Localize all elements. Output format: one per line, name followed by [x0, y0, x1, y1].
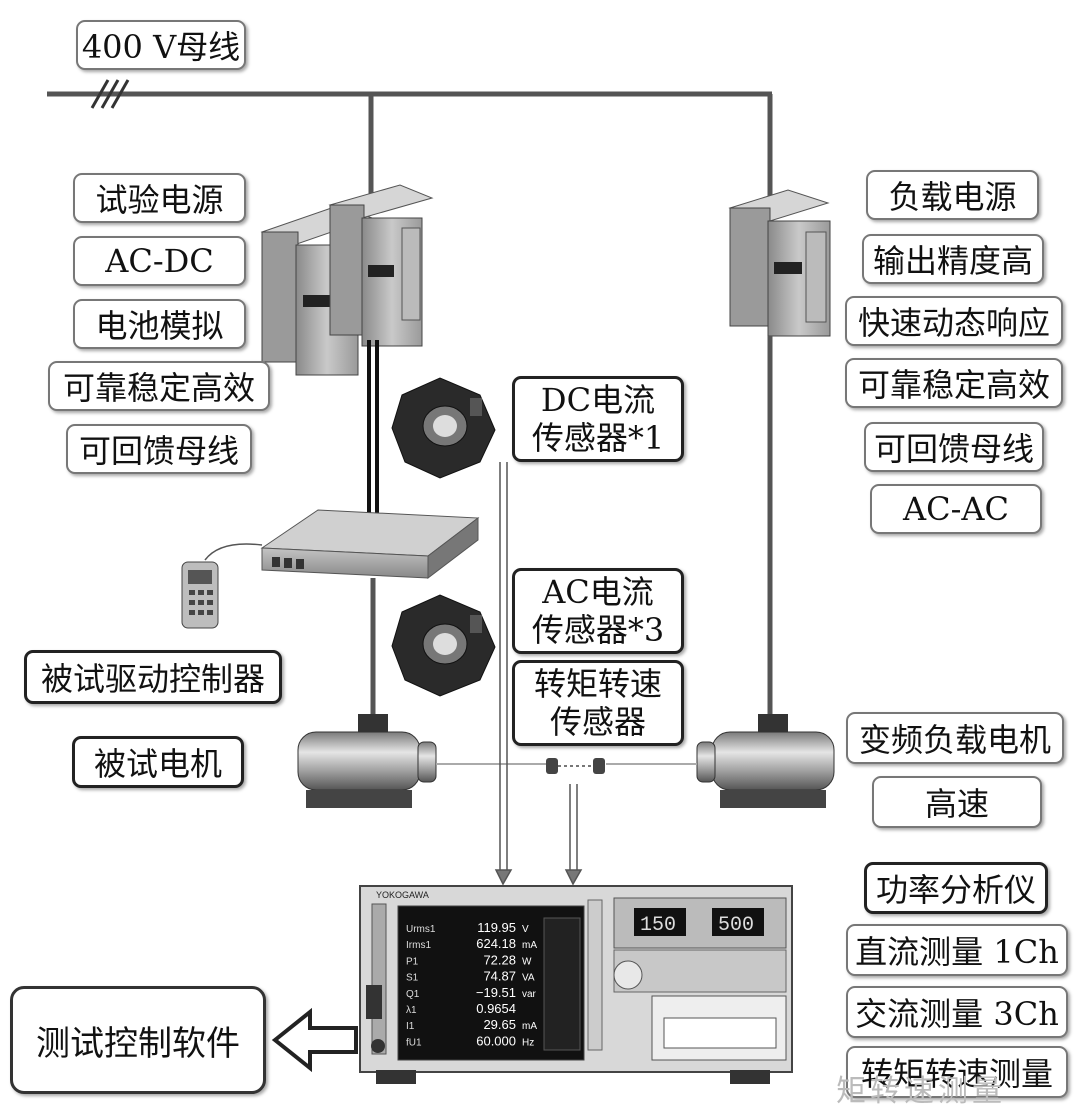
- test-supply-acdc: AC-DC: [73, 236, 246, 286]
- dc-cables: [367, 336, 773, 718]
- controller-box: [204, 509, 480, 580]
- load-supply-cabinet: [728, 189, 831, 337]
- bus-line: [47, 79, 773, 205]
- reading-value: −19.51: [476, 985, 516, 1000]
- dc-current-sensor-icon: [391, 377, 496, 479]
- reading-param: P1: [406, 956, 419, 967]
- analyzer-readings: Urms1 119.95 V Irms1 624.18 mA P1 72.28 W S1 74.87…: [406, 920, 537, 1048]
- controller-label: 被试驱动控制器: [24, 650, 282, 704]
- power-analyzer-icon: [359, 885, 793, 1084]
- reading-value: 119.95: [477, 920, 516, 935]
- reading-value: 624.18: [476, 936, 516, 951]
- analyzer-label: 功率分析仪: [864, 862, 1048, 914]
- reading-value: 72.28: [483, 952, 516, 967]
- torque-sensor-label: 转矩转速 传感器: [512, 660, 684, 746]
- load-supply-label: 负载电源: [866, 170, 1039, 220]
- handheld-operator-icon: [181, 561, 219, 629]
- load-supply-reliable: 可靠稳定高效: [845, 358, 1063, 408]
- analyzer-ac-3ch: 交流测量 3Ch: [846, 986, 1068, 1038]
- test-supply-cabinet: [260, 184, 434, 376]
- reading-param: Q1: [406, 989, 420, 1000]
- reading-value: 29.65: [483, 1017, 516, 1032]
- reading-param: Urms1: [406, 924, 436, 935]
- ac-sensor-line1: AC电流: [542, 573, 654, 611]
- signal-arrows: [494, 462, 583, 886]
- load-motor-highspeed: 高速: [872, 776, 1042, 828]
- test-supply-reliable: 可靠稳定高效: [48, 361, 270, 411]
- ac-sensor-label: AC电流 传感器*3: [512, 568, 684, 654]
- software-arrow: [271, 1007, 358, 1073]
- reading-unit: VA: [522, 973, 535, 984]
- load-motor-label: 变频负载电机: [846, 712, 1064, 764]
- current-range-readout: 500: [718, 914, 754, 937]
- reading-param: Irms1: [406, 940, 431, 951]
- reading-unit: V: [522, 924, 529, 935]
- load-supply-precision: 输出精度高: [862, 234, 1044, 284]
- test-supply-regen: 可回馈母线: [66, 424, 252, 474]
- reading-param: λ1: [406, 1005, 417, 1016]
- reading-unit: W: [522, 956, 532, 967]
- reading-value: 74.87: [483, 969, 516, 984]
- load-supply-acac: AC-AC: [870, 484, 1042, 534]
- reading-value: 0.9654: [476, 1001, 516, 1016]
- dc-sensor-label: DC电流 传感器*1: [512, 376, 684, 462]
- reading-unit: mA: [522, 1021, 537, 1032]
- load-motor-icon: [696, 714, 835, 808]
- analyzer-torque-speed: 转矩转速测量: [846, 1046, 1068, 1098]
- bus-label: 400 V母线: [76, 20, 246, 70]
- reading-param: I1: [406, 1021, 415, 1032]
- ac-current-sensor-icon: [391, 594, 496, 697]
- analyzer-brand: YOKOGAWA: [376, 890, 429, 900]
- load-supply-regen: 可回馈母线: [864, 422, 1044, 472]
- reading-unit: Hz: [522, 1037, 534, 1048]
- voltage-range-readout: 150: [640, 914, 676, 937]
- software-label: 测试控制软件: [10, 986, 266, 1094]
- test-supply-battery-sim: 电池模拟: [73, 299, 246, 349]
- test-motor-icon: [297, 714, 437, 808]
- ac-sensor-line2: 传感器*3: [531, 611, 665, 649]
- test-motor-label: 被试电机: [72, 736, 244, 788]
- reading-value: 60.000: [476, 1033, 516, 1048]
- torque-sensor-line2: 传感器: [549, 703, 646, 741]
- shaft-torque-sensor: [436, 758, 697, 774]
- reading-unit: var: [522, 989, 537, 1000]
- reading-unit: mA: [522, 940, 537, 951]
- reading-param: fU1: [406, 1037, 422, 1048]
- torque-sensor-line1: 转矩转速: [533, 665, 662, 703]
- dc-sensor-line1: DC电流: [540, 381, 656, 419]
- test-supply-label: 试验电源: [73, 173, 246, 223]
- load-supply-dynamic: 快速动态响应: [845, 296, 1063, 346]
- watermark: 矩转速测量: [836, 1074, 1006, 1109]
- dc-sensor-line2: 传感器*1: [531, 419, 665, 457]
- analyzer-dc-1ch: 直流测量 1Ch: [846, 924, 1068, 976]
- reading-param: S1: [406, 973, 419, 984]
